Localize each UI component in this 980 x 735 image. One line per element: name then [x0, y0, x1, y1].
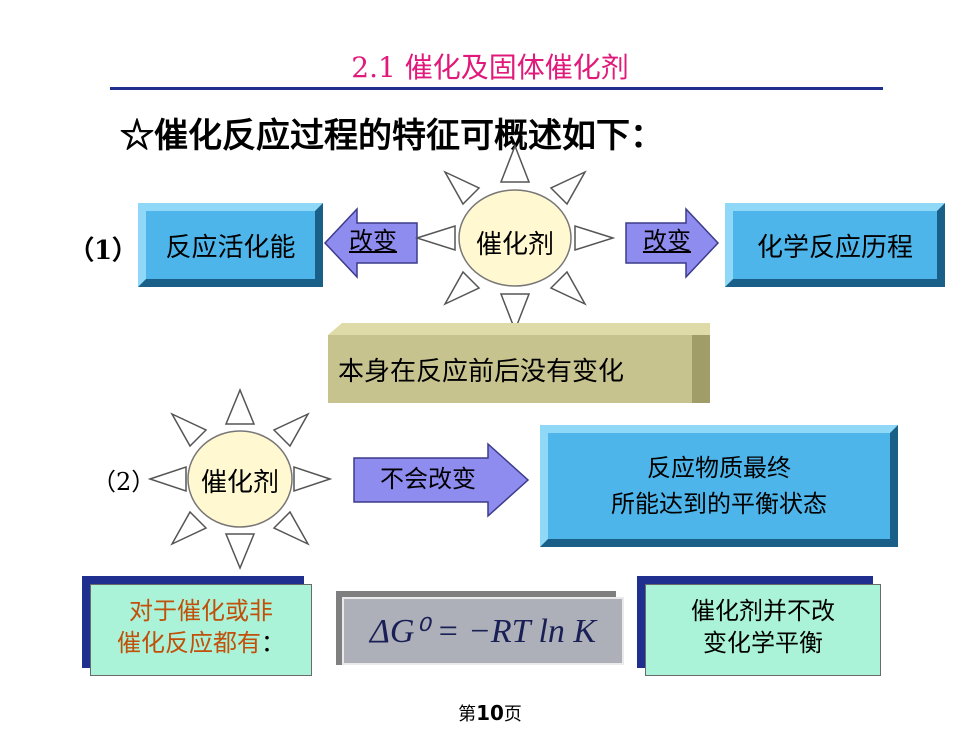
page-suffix: 页 — [503, 704, 522, 725]
wont-change-label: 不会改变 — [380, 465, 476, 493]
equilibrium-line-2: 所能达到的平衡状态 — [611, 490, 827, 518]
equilibrium-box: 反应物质最终 所能达到的平衡状态 — [540, 425, 898, 547]
catalyst-label-2: 催化剂 — [200, 468, 279, 498]
applies-to-all-box: 对于催化或非 催化反应都有： — [90, 584, 312, 676]
right-arrow-shape — [625, 207, 720, 279]
page-number-value: 10 — [476, 701, 504, 725]
page-number: 第10页 — [0, 700, 980, 726]
reaction-mechanism-box: 化学反应历程 — [725, 203, 945, 287]
activation-energy-text: 反应活化能 — [165, 232, 296, 263]
section-1-label: （1） — [68, 236, 139, 266]
left-arrow-shape — [323, 207, 418, 279]
left-arrow-label: 改变 — [349, 227, 397, 255]
no-equilibrium-change-box: 催化剂并不改 变化学平衡 — [645, 584, 881, 676]
equilibrium-line-1: 反应物质最终 — [647, 454, 791, 482]
applies-line-2-wrap: 催化反应都有： — [91, 627, 311, 659]
page-title: 2.1 催化及固体催化剂 — [351, 51, 629, 84]
title-underline — [110, 87, 883, 90]
sun-icon — [148, 388, 332, 570]
applies-line-1: 对于催化或非 — [129, 597, 273, 625]
no-change-line-2: 变化学平衡 — [703, 629, 823, 657]
activation-energy-box: 反应活化能 — [138, 203, 323, 287]
right-arrow-label: 改变 — [643, 227, 691, 255]
wont-change-arrow-shape — [353, 442, 530, 518]
no-change-line-1: 催化剂并不改 — [691, 597, 835, 625]
unchanged-box: 本身在反应前后没有变化 — [328, 335, 710, 403]
catalyst-label-1: 催化剂 — [475, 230, 554, 260]
reaction-mechanism-text: 化学反应历程 — [756, 232, 913, 263]
applies-colon: ： — [261, 629, 285, 657]
applies-line-2: 催化反应都有 — [117, 629, 261, 657]
intro-heading: ☆催化反应过程的特征可概述如下： — [120, 116, 664, 156]
gibbs-formula: ΔG⁰ = −RT ln K — [342, 597, 624, 665]
page-prefix: 第 — [458, 704, 477, 725]
sun-icon — [415, 144, 615, 332]
unchanged-text: 本身在反应前后没有变化 — [338, 356, 625, 387]
section-2-label: （2） — [92, 468, 156, 496]
